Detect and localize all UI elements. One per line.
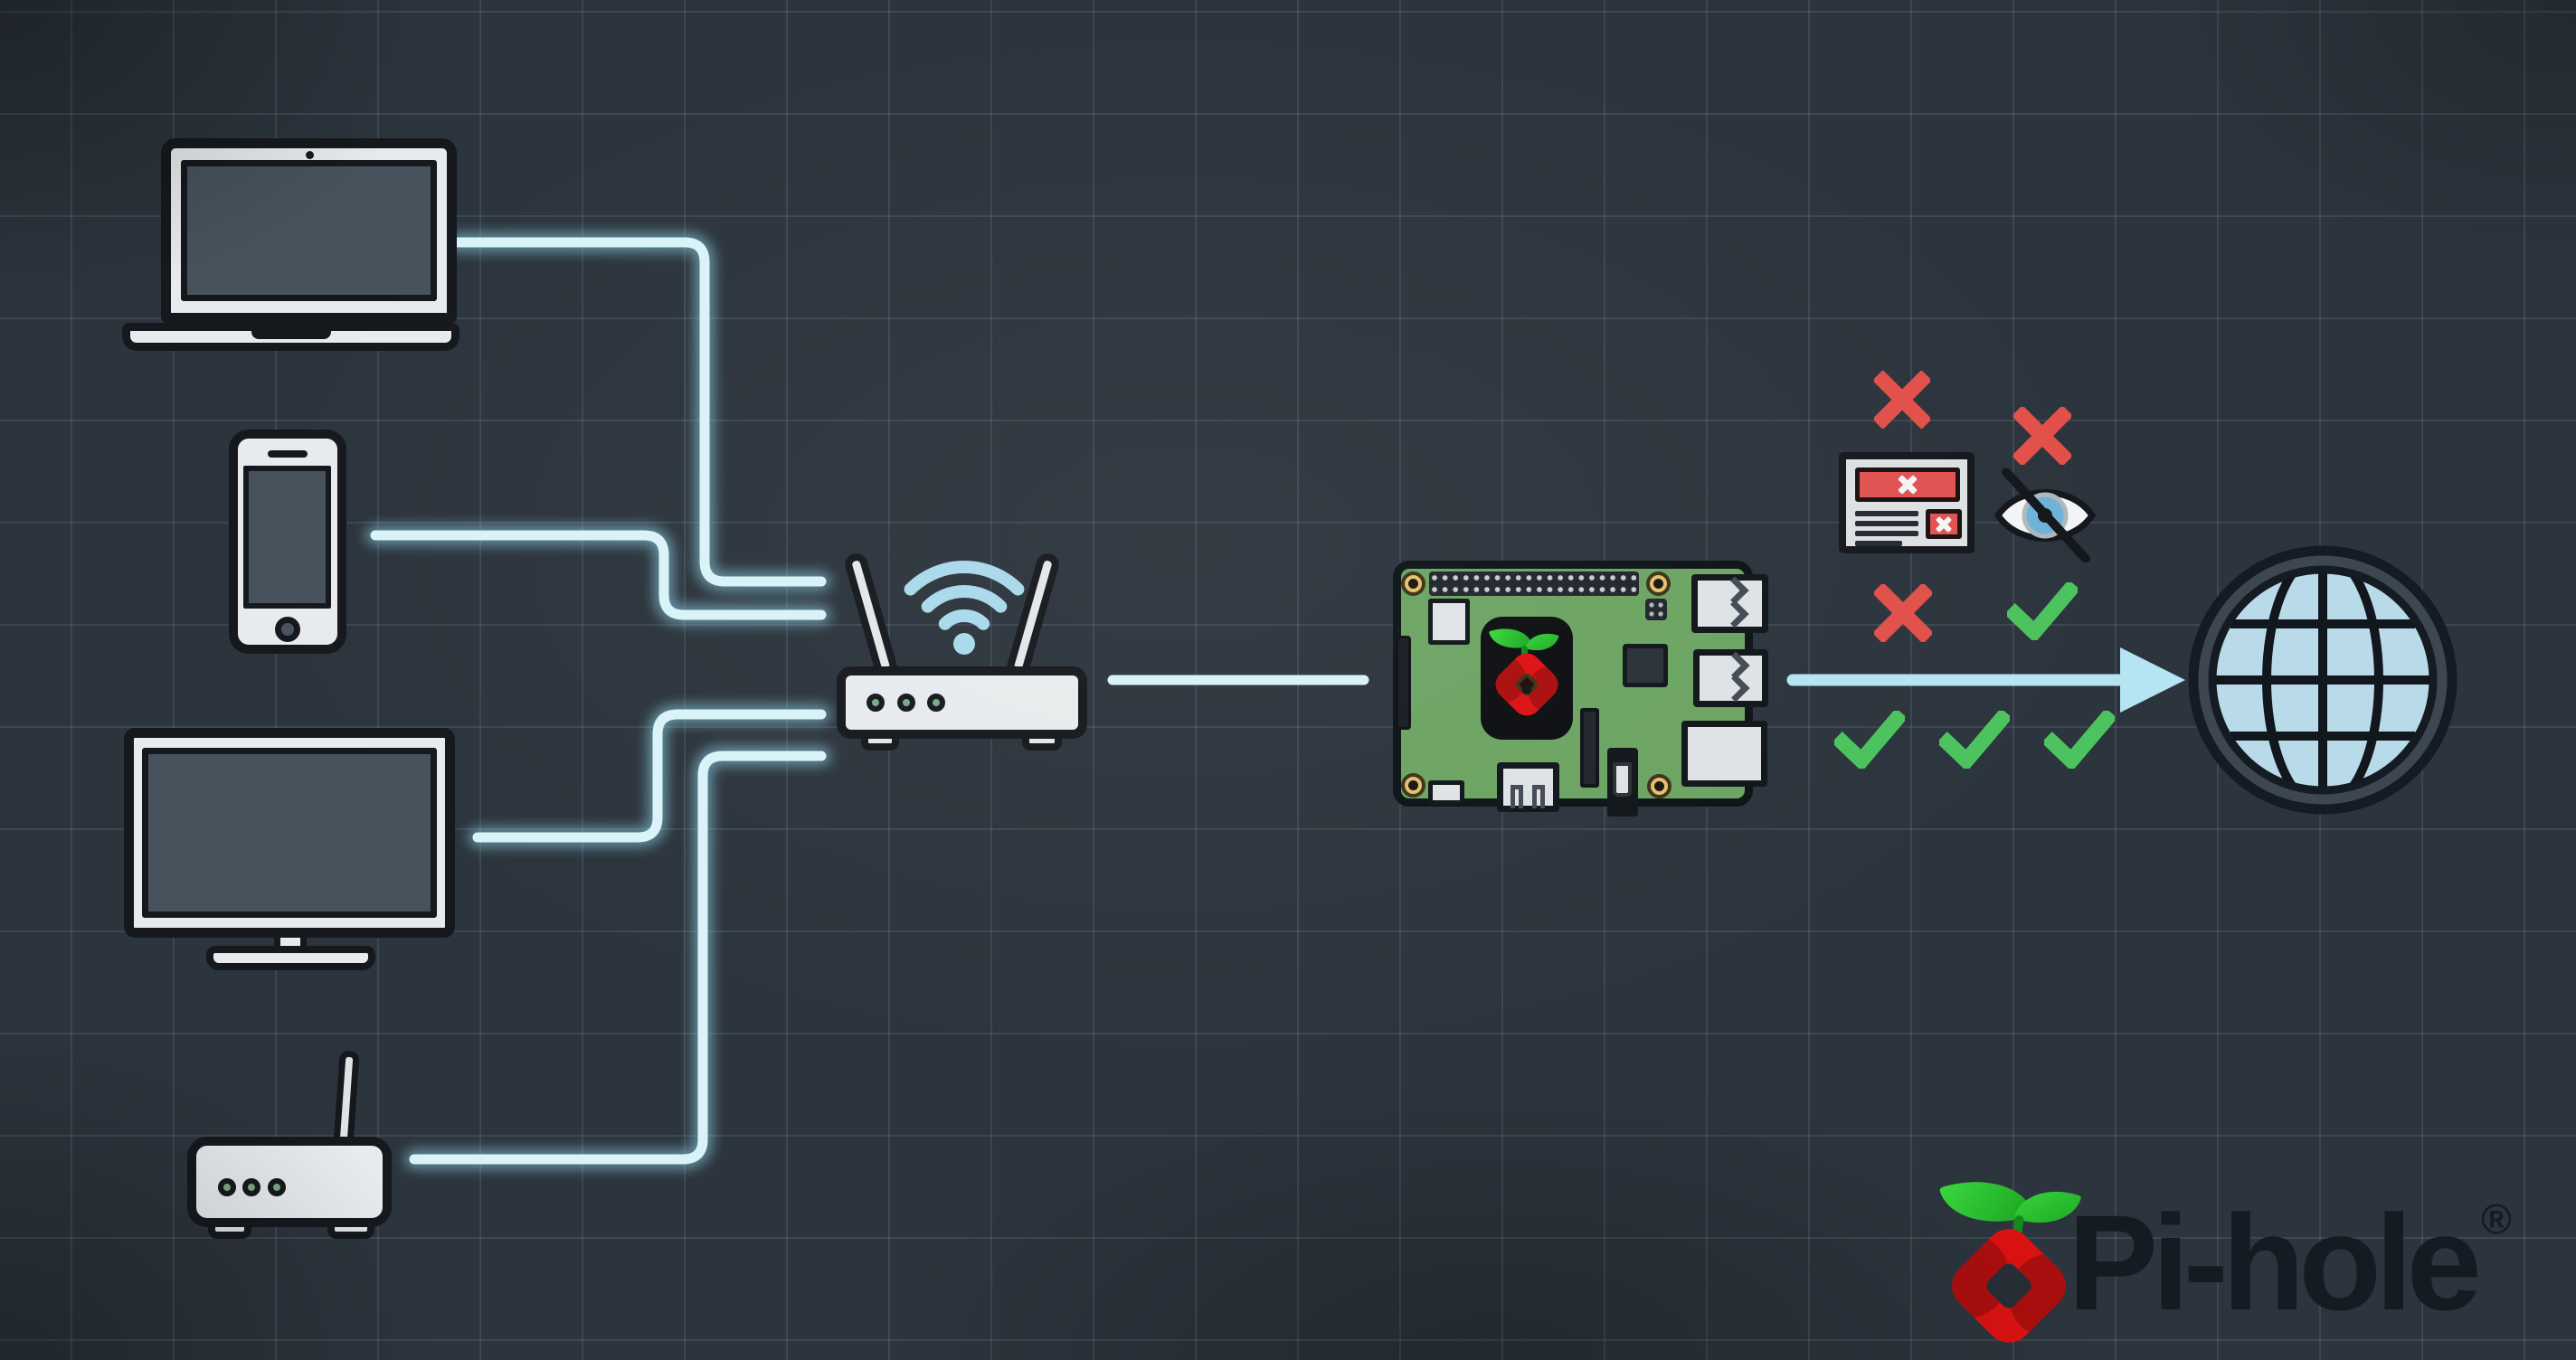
- phone-screen: [243, 466, 331, 609]
- mount-hole-icon: [1646, 571, 1671, 596]
- webcam-dot-icon: [306, 151, 314, 159]
- tv-screen: [142, 748, 437, 918]
- allowed-check-icon: [2044, 711, 2115, 769]
- sd-card-slot: [1396, 636, 1411, 730]
- smartphone-wire: [370, 530, 827, 620]
- raspberry-pi-board: [1393, 561, 1768, 817]
- arrow-to-internet-icon: [1783, 647, 2185, 713]
- laptop-screen: [181, 160, 437, 301]
- pihole-wordmark-text: Pi-hole: [2068, 1186, 2482, 1338]
- wifi-signal-icon: [904, 561, 1025, 655]
- allowed-check-icon: [2007, 582, 2078, 640]
- tv-frame: [124, 728, 455, 938]
- tv-stand-base: [206, 946, 375, 970]
- iot-body: [187, 1137, 392, 1227]
- laptop-notch: [251, 329, 331, 339]
- ethernet-port: [1681, 721, 1767, 787]
- laptop-base: [122, 323, 459, 351]
- blocked-x-icon: [1874, 584, 1932, 642]
- usb-power-port: [1607, 748, 1638, 817]
- ad-box: [1926, 509, 1962, 539]
- internet-globe-icon: [2188, 545, 2458, 815]
- berry-icon: [1942, 1219, 2076, 1353]
- registered-trademark: ®: [2481, 1195, 2512, 1242]
- led-icon: [242, 1178, 260, 1196]
- berry-icon: [1489, 647, 1565, 722]
- blocked-x-icon: [1874, 371, 1930, 429]
- ad-banner: [1855, 468, 1960, 502]
- hdmi-port: [1497, 762, 1559, 812]
- board-component: [1580, 708, 1599, 788]
- led-icon: [927, 694, 945, 712]
- mount-hole-icon: [1401, 773, 1425, 798]
- led-icon: [867, 694, 885, 712]
- mount-hole-icon: [1647, 774, 1672, 798]
- blocked-tracker-eye-icon: [1994, 468, 2097, 562]
- smartphone-icon: [229, 430, 346, 654]
- allowed-check-icon: [1834, 711, 1905, 769]
- phone-speaker: [268, 450, 308, 458]
- blocked-ad-icon: [1839, 452, 1975, 553]
- laptop-wire: [451, 237, 827, 587]
- phone-home-button: [275, 617, 300, 642]
- router-body: [837, 666, 1087, 739]
- usb-port: [1693, 649, 1768, 707]
- leaf-icon: [1525, 628, 1559, 656]
- board-pins: [1645, 599, 1667, 620]
- led-icon: [218, 1178, 236, 1196]
- led-icon: [268, 1178, 286, 1196]
- gpio-header: [1429, 571, 1639, 596]
- mount-hole-icon: [1401, 571, 1425, 596]
- board-component: [1428, 780, 1464, 805]
- usb-port: [1691, 574, 1768, 633]
- led-icon: [897, 694, 915, 712]
- board-component: [1428, 599, 1470, 645]
- pihole-wordmark: Pi-hole®: [2068, 1190, 2574, 1344]
- cpu-chip: [1623, 644, 1668, 687]
- laptop-lid: [161, 138, 457, 323]
- allowed-check-icon: [1939, 711, 2010, 769]
- iot-wire: [409, 751, 827, 1165]
- tv-wire: [472, 709, 827, 843]
- raspberry-pi-logo: [1481, 617, 1573, 740]
- blocked-x-icon: [2013, 407, 2071, 465]
